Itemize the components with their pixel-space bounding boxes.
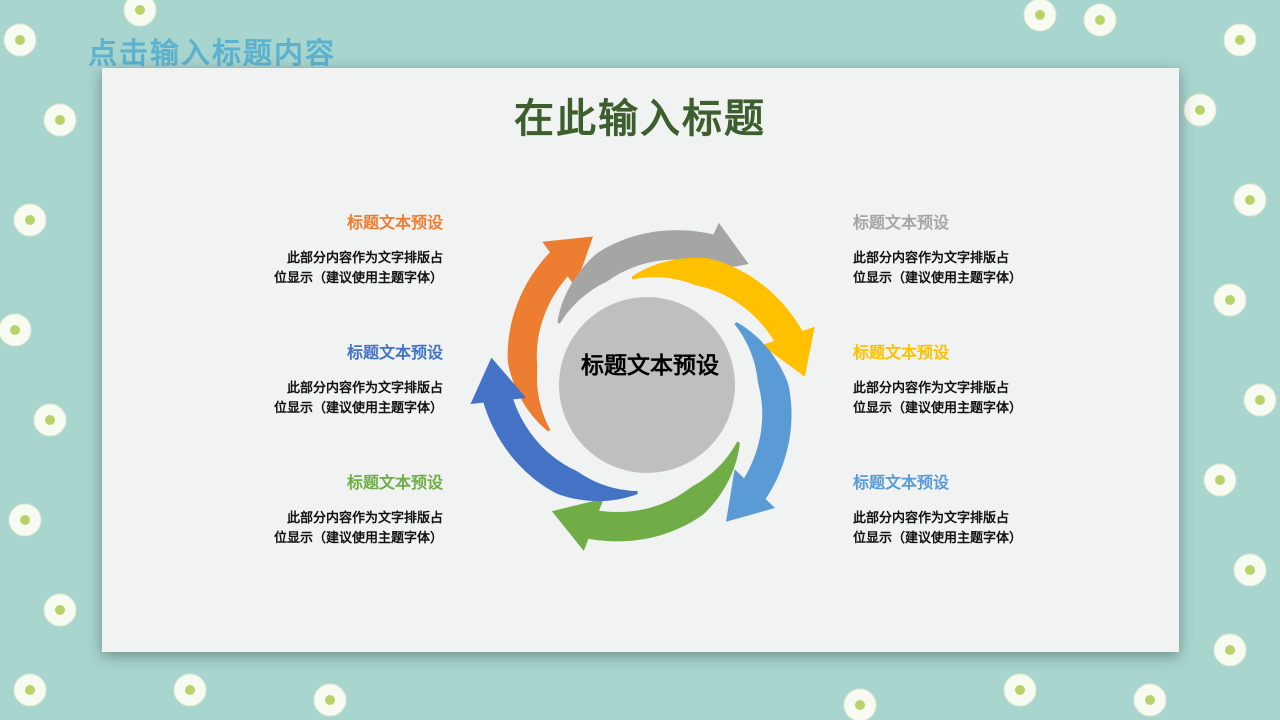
item-body-line: 位显示（建议使用主题字体） bbox=[853, 531, 1023, 546]
blossom-center-decoration bbox=[185, 685, 195, 695]
blossom-center-decoration bbox=[1245, 565, 1255, 575]
item-heading[interactable]: 标题文本预设 bbox=[346, 343, 443, 362]
text-item-right-1: 标题文本预设 此部分内容作为文字排版占位显示（建议使用主题字体） bbox=[853, 209, 1083, 289]
blossom-center-decoration bbox=[10, 325, 20, 335]
item-heading[interactable]: 标题文本预设 bbox=[853, 473, 950, 492]
item-heading[interactable]: 标题文本预设 bbox=[853, 343, 950, 362]
text-item-left-1: 标题文本预设 此部分内容作为文字排版占位显示（建议使用主题字体） bbox=[213, 209, 443, 289]
blossom-center-decoration bbox=[1095, 15, 1105, 25]
blossom-center-decoration bbox=[325, 695, 335, 705]
slide-title[interactable]: 在此输入标题 bbox=[514, 95, 766, 142]
blossom-center-decoration bbox=[1225, 645, 1235, 655]
item-heading[interactable]: 标题文本预设 bbox=[346, 213, 443, 232]
item-body-line: 位显示（建议使用主题字体） bbox=[853, 271, 1023, 286]
item-heading[interactable]: 标题文本预设 bbox=[853, 213, 950, 232]
item-body-line: 此部分内容作为文字排版占 bbox=[286, 511, 443, 526]
item-body-line: 位显示（建议使用主题字体） bbox=[273, 271, 443, 286]
item-heading[interactable]: 标题文本预设 bbox=[346, 473, 443, 492]
item-body-line: 此部分内容作为文字排版占 bbox=[286, 381, 443, 396]
item-body-line: 位显示（建议使用主题字体） bbox=[273, 401, 443, 416]
item-body-line: 此部分内容作为文字排版占 bbox=[853, 381, 1010, 396]
blossom-center-decoration bbox=[1215, 475, 1225, 485]
blossom-center-decoration bbox=[1225, 295, 1235, 305]
item-body-line: 此部分内容作为文字排版占 bbox=[286, 251, 443, 266]
blossom-center-decoration bbox=[135, 5, 145, 15]
corner-title[interactable]: 点击输入标题内容 bbox=[88, 36, 337, 70]
blossom-center-decoration bbox=[1255, 395, 1265, 405]
blossom-center-decoration bbox=[855, 700, 865, 710]
light-blue-arrow bbox=[726, 322, 792, 522]
blossom-center-decoration bbox=[55, 115, 65, 125]
item-body-line: 位显示（建议使用主题字体） bbox=[273, 531, 443, 546]
item-body-line: 此部分内容作为文字排版占 bbox=[853, 511, 1010, 526]
blossom-center-decoration bbox=[55, 605, 65, 615]
blossom-center-decoration bbox=[1035, 10, 1045, 20]
blossom-center-decoration bbox=[25, 215, 35, 225]
blossom-center-decoration bbox=[15, 35, 25, 45]
gray-arrow bbox=[557, 222, 749, 324]
text-item-left-3: 标题文本预设 此部分内容作为文字排版占位显示（建议使用主题字体） bbox=[213, 469, 443, 549]
blossom-center-decoration bbox=[45, 415, 55, 425]
item-body-line: 此部分内容作为文字排版占 bbox=[853, 251, 1010, 266]
text-item-right-3: 标题文本预设 此部分内容作为文字排版占位显示（建议使用主题字体） bbox=[853, 469, 1083, 549]
blossom-center-decoration bbox=[1245, 195, 1255, 205]
orange-arrow bbox=[507, 236, 593, 432]
blossom-center-decoration bbox=[25, 685, 35, 695]
yellow-arrow bbox=[631, 257, 815, 377]
center-circle bbox=[559, 297, 735, 473]
item-body-line: 位显示（建议使用主题字体） bbox=[853, 401, 1023, 416]
blossom-center-decoration bbox=[1015, 685, 1025, 695]
blossom-center-decoration bbox=[20, 515, 30, 525]
green-arrow bbox=[551, 441, 740, 551]
blossom-center-decoration bbox=[1195, 105, 1205, 115]
blossom-center-decoration bbox=[1145, 695, 1155, 705]
center-label[interactable]: 标题文本预设 bbox=[581, 352, 719, 379]
blossom-center-decoration bbox=[1235, 35, 1245, 45]
text-item-right-2: 标题文本预设 此部分内容作为文字排版占位显示（建议使用主题字体） bbox=[853, 339, 1083, 419]
text-item-left-2: 标题文本预设 此部分内容作为文字排版占位显示（建议使用主题字体） bbox=[213, 339, 443, 419]
blue-arrow bbox=[470, 357, 638, 502]
